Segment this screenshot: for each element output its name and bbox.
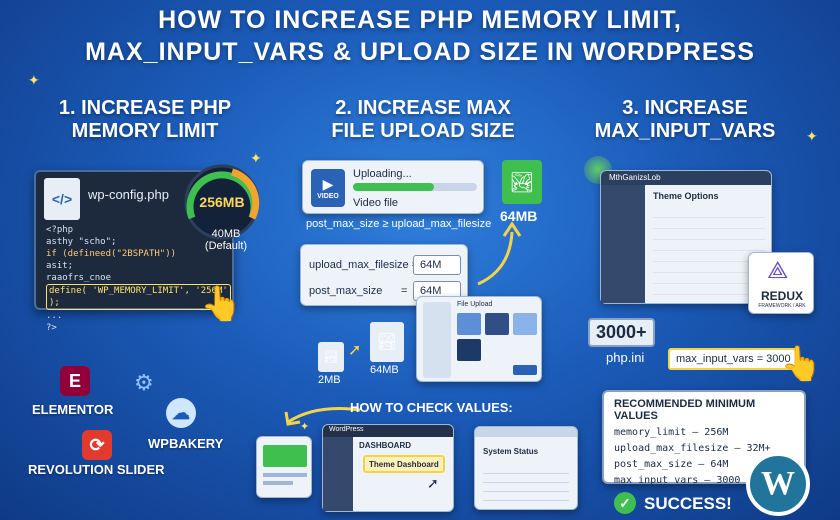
site-preview-window xyxy=(256,436,312,498)
sparkle-icon: ✦ xyxy=(250,150,262,166)
upload-progress-bar xyxy=(353,183,477,191)
upload-max-input[interactable]: 64M xyxy=(413,255,461,275)
theme-options-window: MthGanizsLob Theme Options xyxy=(600,170,772,304)
thumbnail[interactable] xyxy=(457,339,481,361)
recommended-item: post_max_size — 64M xyxy=(614,459,729,470)
gear-icon: ⚙ xyxy=(134,370,154,395)
sparkle-icon: ✦ xyxy=(806,128,818,144)
code-file-icon: </> xyxy=(44,178,80,220)
size-rule: post_max_size ≥ upload_max_filesize xyxy=(306,218,492,230)
arrow-right-icon: ➚ xyxy=(348,342,362,359)
elementor-label: ELEMENTOR xyxy=(32,402,114,417)
recommended-values-card: RECOMMENDED MINIMUM VALUES memory_limit … xyxy=(602,390,806,486)
file-upload-dialog: File Upload xyxy=(416,296,542,382)
theme-dashboard-menu-item[interactable]: Theme Dashboard xyxy=(363,455,445,473)
max-input-vars-field[interactable]: max_input_vars = 3000 xyxy=(668,348,799,370)
page-title-line-2: MAX_INPUT_VARS & UPLOAD SIZE IN WORDPRES… xyxy=(85,38,755,66)
wpbakery-logo-icon: ☁ xyxy=(166,398,196,428)
video-file-icon: ▶ VIDEO xyxy=(311,169,345,207)
cursor-icon: ➚ xyxy=(427,475,439,491)
check-values-heading: HOW TO CHECK VALUES: xyxy=(350,400,513,415)
curved-arrow-icon xyxy=(284,407,361,426)
wordpress-logo-icon: W xyxy=(746,452,810,516)
page-title-line-1: HOW TO INCREASE PHP MEMORY LIMIT, xyxy=(158,6,682,34)
large-file-size: 64MB xyxy=(500,208,538,224)
medium-file-size: 64MB xyxy=(370,364,399,376)
memory-gauge: 256MB xyxy=(180,160,264,244)
recommended-item: max_input_vars — 3000 xyxy=(614,475,741,486)
code-editor-window: </> wp-config.php <?php asthy "scho"; if… xyxy=(34,170,234,333)
pointer-hand-icon: 👆 xyxy=(200,285,243,323)
sparkle-icon: ✦ xyxy=(300,421,310,433)
revslider-label: REVOLUTION SLIDER xyxy=(28,462,165,477)
code-block: <?php asthy "scho"; if (defineed("2BSPAT… xyxy=(46,224,231,334)
gauge-value: 256MB xyxy=(199,194,245,210)
small-file-size: 2MB xyxy=(318,374,341,386)
gauge-icon xyxy=(184,164,260,240)
recommended-item: memory_limit — 256M xyxy=(614,427,729,438)
step-3-heading: 3. INCREASE MAX_INPUT_VARS xyxy=(594,97,776,142)
site-hero-image xyxy=(263,445,307,467)
elementor-logo-icon: E xyxy=(60,366,90,396)
dialog-sidebar xyxy=(423,302,451,378)
memory-limit-line: define( 'WP_MEMORY_LIMIT', '256M' ); xyxy=(46,284,231,310)
dashboard-heading: DASHBOARD xyxy=(359,441,411,450)
thumbnail[interactable] xyxy=(457,313,481,335)
recommended-title: RECOMMENDED MINIMUM VALUES xyxy=(614,398,756,422)
checkmark-icon: ✓ xyxy=(614,492,636,514)
video-file-label: Video file xyxy=(353,197,399,209)
upload-button[interactable] xyxy=(513,365,537,375)
upload-max-label: upload_max_filesize = xyxy=(309,259,419,271)
post-max-label: post_max_size xyxy=(309,285,383,297)
redux-logo-icon: ⟁ xyxy=(767,257,789,284)
window-titlebar xyxy=(601,171,771,185)
dashboard-sidebar xyxy=(323,437,353,511)
revslider-logo-icon: ⟳ xyxy=(82,430,112,460)
sparkle-icon: ✦ xyxy=(28,72,40,88)
thumbnail[interactable] xyxy=(485,313,509,335)
step-1-heading: 1. INCREASE PHP MEMORY LIMIT xyxy=(58,97,232,142)
panel-sidebar xyxy=(601,185,645,303)
upload-progress-window: ▶ VIDEO Uploading... Video file xyxy=(302,160,484,214)
step-2-heading: 2. INCREASE MAX FILE UPLOAD SIZE xyxy=(331,97,515,142)
growth-arrow-icon xyxy=(477,221,522,286)
status-list xyxy=(483,465,569,503)
recommended-item: upload_max_filesize — 32M+ xyxy=(614,443,771,454)
default-memory: 40MB (Default) xyxy=(204,228,248,252)
medium-image-icon: 🏞 xyxy=(370,322,404,362)
panel-title: Theme Options xyxy=(653,191,719,201)
panel-brand: MthGanizsLob xyxy=(609,173,661,182)
vars-counter: 3000+ xyxy=(588,318,655,347)
small-image-icon: 🏞 xyxy=(318,342,344,372)
thumbnail[interactable] xyxy=(513,313,537,335)
uploading-status: Uploading... xyxy=(353,168,412,180)
options-list xyxy=(653,207,765,295)
redux-card: ⟁ REDUX FRAMEWORK / ARK xyxy=(748,252,814,314)
dialog-title: File Upload xyxy=(457,301,493,308)
wp-brand: WordPress xyxy=(329,426,364,433)
file-name: wp-config.php xyxy=(88,187,169,202)
success-label: SUCCESS! xyxy=(644,494,732,513)
wpbakery-label: WPBAKERY xyxy=(148,436,224,451)
php-ini-label: php.ini xyxy=(606,350,645,365)
system-status-heading: System Status xyxy=(483,447,539,456)
image-file-icon: 🏞 xyxy=(502,160,542,204)
system-status-window: System Status xyxy=(474,426,578,510)
wp-dashboard-window: WordPress DASHBOARD Theme Dashboard ➚ xyxy=(322,424,454,512)
pointer-hand-icon: 👆 xyxy=(780,345,823,383)
